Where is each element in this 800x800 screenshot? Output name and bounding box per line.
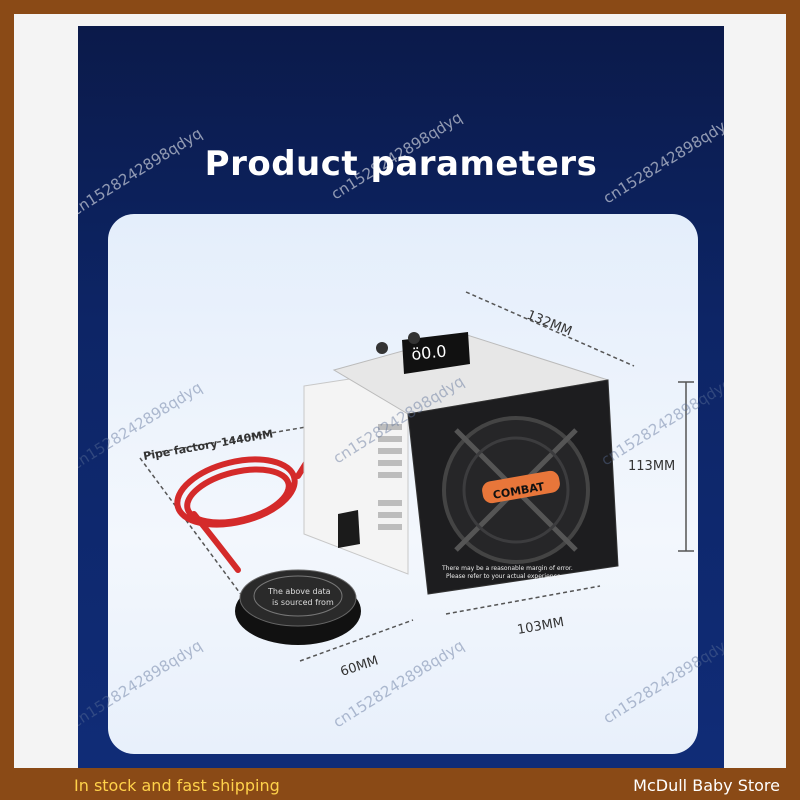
product-panel: Product parameters 132MM 113MM 103MM 60M… (78, 26, 724, 768)
shipping-text: In stock and fast shipping (74, 776, 280, 795)
diagram-card: 132MM 113MM 103MM 60MM Pipe factory 1440… (108, 214, 698, 754)
dim-pad-label: 60MM (339, 653, 381, 679)
dim-height-label: 113MM (628, 459, 675, 474)
sensor-pad: The above data is sourced from (235, 569, 361, 645)
device-note-1: There may be a reasonable margin of erro… (441, 565, 573, 572)
dim-depth-label: 103MM (516, 615, 565, 638)
store-name[interactable]: McDull Baby Store (633, 776, 780, 795)
cable (174, 449, 316, 573)
pad-text-2: is sourced from (272, 598, 334, 607)
footer-bar: In stock and fast shipping McDull Baby S… (0, 768, 800, 800)
device: ö0.0 COMBAT There may be a reasonable ma… (303, 332, 619, 595)
device-note-2: Please refer to your actual experience (446, 573, 561, 580)
dim-width-label: 132MM (525, 308, 574, 340)
device-display: ö0.0 (410, 341, 447, 364)
page-title: Product parameters (204, 144, 598, 184)
product-diagram: 132MM 113MM 103MM 60MM Pipe factory 1440… (139, 291, 694, 680)
pad-text-1: The above data (267, 587, 331, 596)
